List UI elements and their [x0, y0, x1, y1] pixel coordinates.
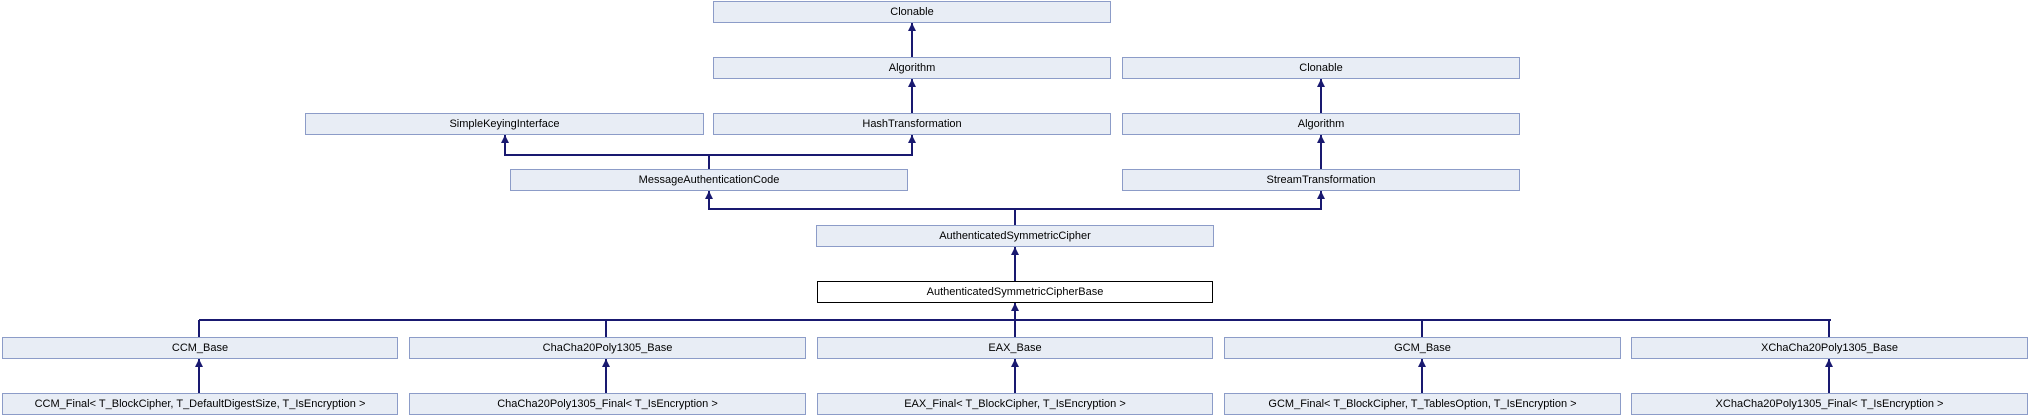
edge-stem-xchacha-base — [1828, 320, 1830, 337]
edge-stem-ccm-base — [198, 320, 200, 337]
class-node-xchacha20poly1305-final[interactable]: XChaCha20Poly1305_Final< T_IsEncryption … — [1631, 393, 2028, 415]
edge-hashtransformation-to-algorithm — [911, 79, 913, 113]
class-node-authenticated-symmetric-cipher[interactable]: AuthenticatedSymmetricCipher — [816, 225, 1214, 247]
class-node-simple-keying-interface[interactable]: SimpleKeyingInterface — [305, 113, 704, 135]
edge-mac-to-simplekeyinginterface — [504, 135, 506, 155]
edge-streamtransformation-to-algorithm — [1320, 135, 1322, 169]
class-node-eax-final[interactable]: EAX_Final< T_BlockCipher, T_IsEncryption… — [817, 393, 1213, 415]
class-node-hash-transformation[interactable]: HashTransformation — [713, 113, 1111, 135]
edge-gcm-final-to-base — [1421, 359, 1423, 393]
edge-bases-to-ascbase — [1014, 303, 1016, 320]
edge-eax-final-to-base — [1014, 359, 1016, 393]
edge-xchacha-final-to-base — [1828, 359, 1830, 393]
class-node-eax-base[interactable]: EAX_Base — [817, 337, 1213, 359]
edge-asc-to-mac — [708, 191, 710, 209]
class-node-gcm-base[interactable]: GCM_Base — [1224, 337, 1621, 359]
edge-chacha-final-to-base — [605, 359, 607, 393]
class-node-message-authentication-code[interactable]: MessageAuthenticationCode — [510, 169, 908, 191]
class-node-authenticated-symmetric-cipher-base: AuthenticatedSymmetricCipherBase — [817, 281, 1213, 303]
edge-ccm-final-to-base — [198, 359, 200, 393]
class-node-algorithm-center[interactable]: Algorithm — [713, 57, 1111, 79]
class-node-algorithm-right[interactable]: Algorithm — [1122, 113, 1520, 135]
edge-algorithm-right-to-clonable-right — [1320, 79, 1322, 113]
edge-ascbase-to-asc — [1014, 247, 1016, 281]
class-node-xchacha20poly1305-base[interactable]: XChaCha20Poly1305_Base — [1631, 337, 2028, 359]
class-node-stream-transformation[interactable]: StreamTransformation — [1122, 169, 1520, 191]
edge-stem-chacha-base — [605, 320, 607, 337]
class-node-clonable-right[interactable]: Clonable — [1122, 57, 1520, 79]
edge-stem-asc — [1014, 209, 1016, 225]
edge-stem-gcm-base — [1421, 320, 1423, 337]
edge-mac-to-hashtransformation — [911, 135, 913, 155]
class-node-ccm-final[interactable]: CCM_Final< T_BlockCipher, T_DefaultDiges… — [2, 393, 398, 415]
class-node-chacha20poly1305-final[interactable]: ChaCha20Poly1305_Final< T_IsEncryption > — [409, 393, 806, 415]
edge-stem-mac — [708, 155, 710, 169]
edge-asc-to-streamtransformation — [1320, 191, 1322, 209]
class-node-chacha20poly1305-base[interactable]: ChaCha20Poly1305_Base — [409, 337, 806, 359]
edge-algorithm-to-clonable — [911, 23, 913, 57]
class-node-ccm-base[interactable]: CCM_Base — [2, 337, 398, 359]
class-node-gcm-final[interactable]: GCM_Final< T_BlockCipher, T_TablesOption… — [1224, 393, 1621, 415]
class-node-clonable-top[interactable]: Clonable — [713, 1, 1111, 23]
edge-stem-eax-base — [1014, 320, 1016, 337]
